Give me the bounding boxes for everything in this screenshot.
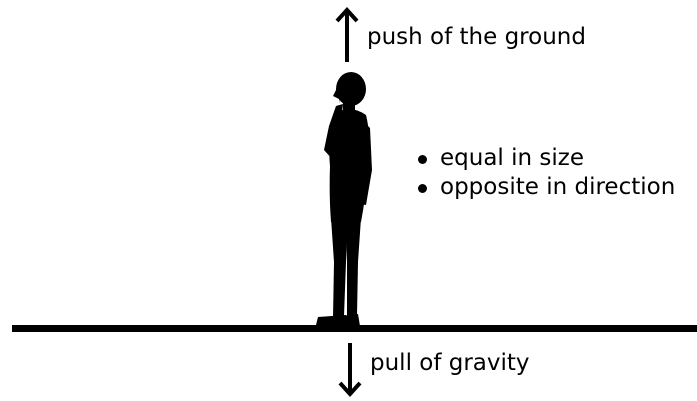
force-properties-list: equal in size opposite in direction [416,144,675,202]
ground-line [12,325,697,332]
bullet-icon [418,184,427,193]
up-arrow-icon [335,7,359,62]
bullet-icon [418,155,427,164]
property-opposite-direction-text: opposite in direction [440,174,676,200]
push-of-ground-label: push of the ground [367,24,586,50]
down-arrow-icon [338,343,362,397]
list-item: opposite in direction [416,173,675,202]
pull-of-gravity-label: pull of gravity [370,350,530,376]
property-equal-size-text: equal in size [440,145,584,171]
standing-person-silhouette-icon [316,72,372,326]
list-item: equal in size [416,144,675,173]
